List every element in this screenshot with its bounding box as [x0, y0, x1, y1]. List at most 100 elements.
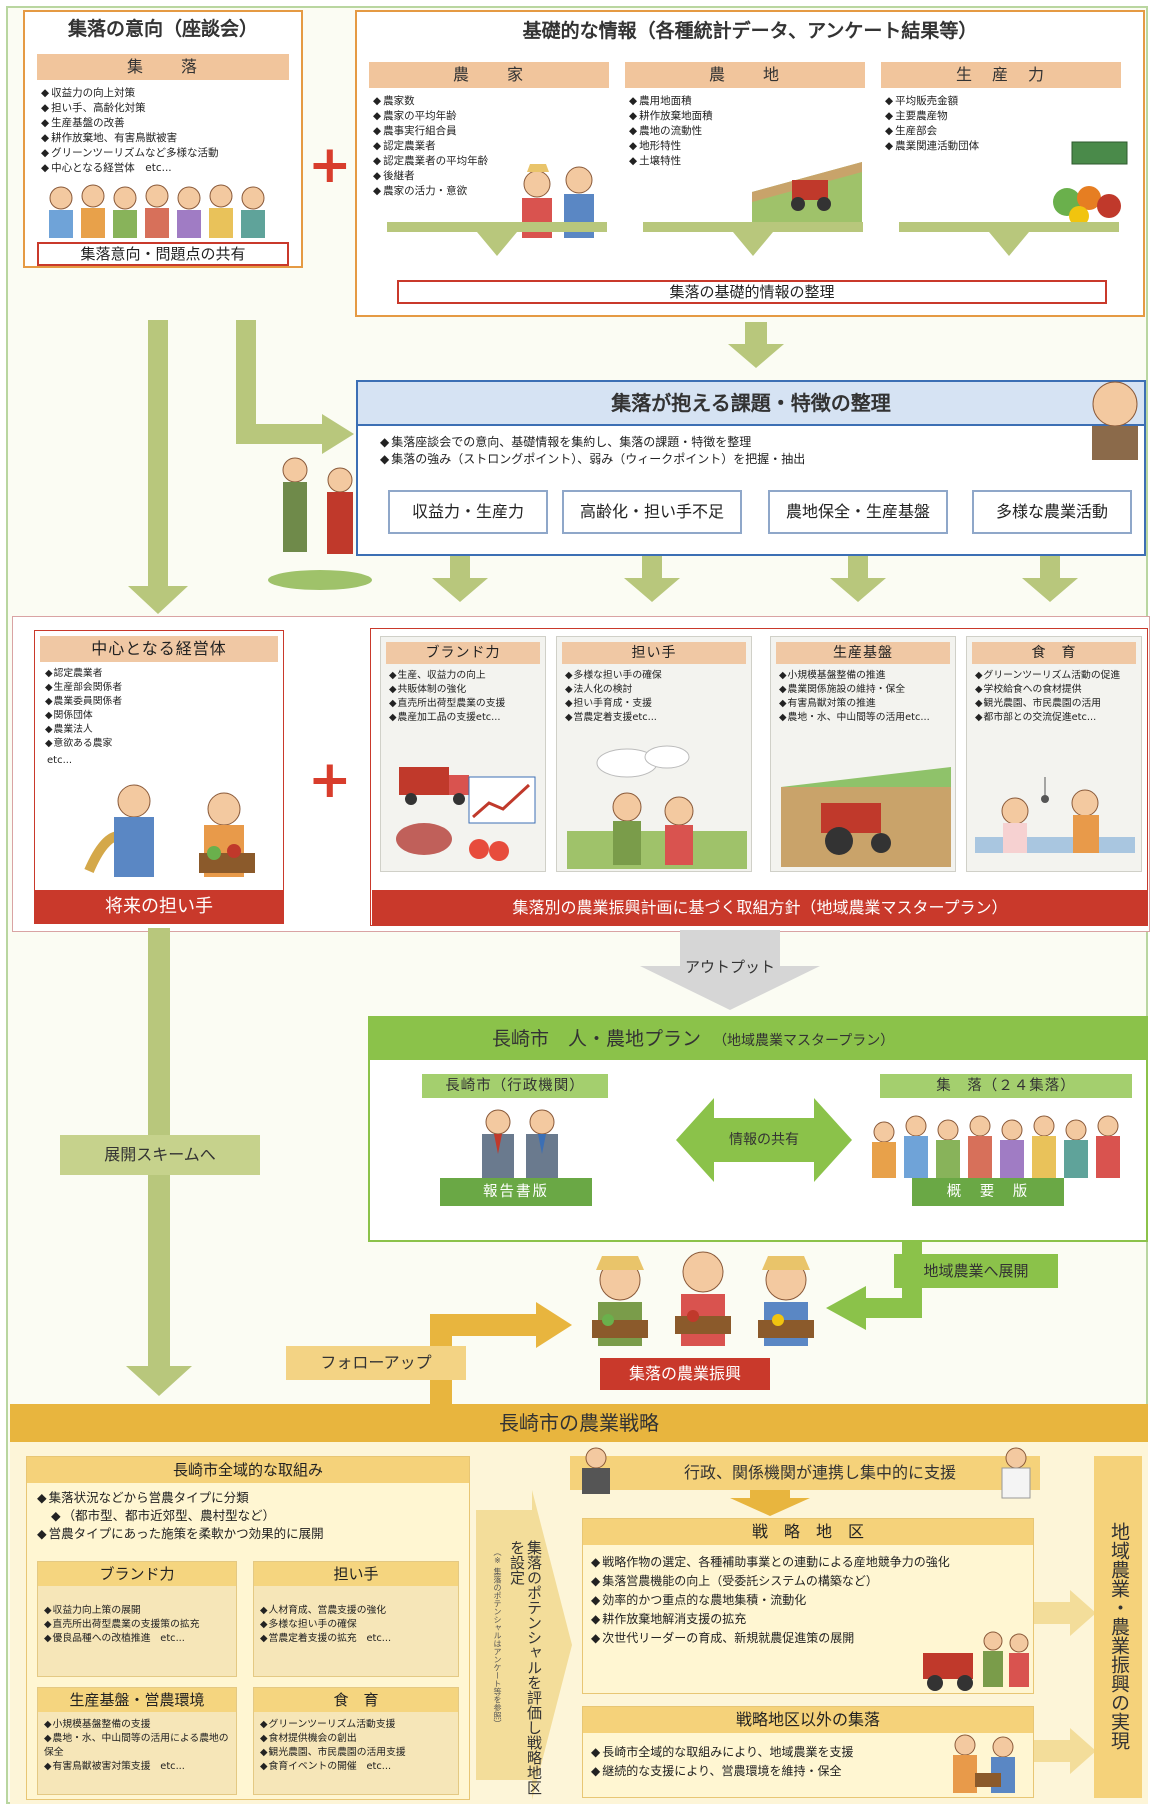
- list-item: 直売所出荷型農業の支援: [389, 697, 545, 711]
- support-title: 行政、関係機関が連携し集中的に支援: [683, 1463, 956, 1482]
- farmland-items: 農用地面積 耕作放棄地面積 農地の流動性 地形特性 土壌特性: [629, 94, 865, 169]
- list-item: 営農定着支援の拡充 etc...: [260, 1632, 458, 1646]
- list-item: 農家数: [373, 94, 609, 109]
- future-etc: etc...: [47, 755, 73, 766]
- arrow-info-down-head: [728, 344, 784, 368]
- list-item: 農業法人: [45, 723, 275, 737]
- info-share-label: 情報の共有: [729, 1132, 799, 1148]
- list-item: 観光農園、市民農園の活用支援: [260, 1746, 458, 1760]
- list-item: 集落営農機能の向上（受委託システムの構築など）: [591, 1572, 1027, 1591]
- list-item: 担い手、高齢化対策: [41, 101, 291, 116]
- support-down-arrow: [730, 1490, 810, 1516]
- list-item: 有害鳥獣被害対策支援 etc...: [44, 1760, 236, 1774]
- to-region-across: [860, 1298, 922, 1318]
- realization-box: 地域農業・農業振興の実現: [1094, 1456, 1142, 1798]
- young-farmers-illustration: [567, 745, 747, 869]
- list-item: 食材提供機会の創出: [260, 1732, 458, 1746]
- to-region-label: 地域農業へ展開: [894, 1254, 1058, 1288]
- nagasaki-plan-title: 長崎市 人・農地プラン: [492, 1028, 702, 1050]
- list-item: 共販体制の強化: [389, 683, 545, 697]
- issue-tag: 多様な農業活動: [972, 490, 1132, 534]
- farmers-category: 農 家: [369, 62, 609, 88]
- nagasaki-plan-box: 長崎市 人・農地プラン （地域農業マスタープラン） 長崎市（行政機関） 報告書版…: [368, 1016, 1148, 1242]
- list-item: 人材育成、営農支援の強化: [260, 1604, 458, 1618]
- list-item: 営農定着支援etc...: [565, 711, 751, 725]
- basic-info-title: 基礎的な情報（各種統計データ、アンケート結果等）: [522, 20, 978, 42]
- list-item: 農業関係施設の維持・保全: [779, 683, 955, 697]
- strategy-square-items: グリーンツーリズム活動支援 食材提供機会の創出 観光農園、市民農園の活用支援 食…: [260, 1718, 458, 1774]
- follow-up-across: [430, 1314, 540, 1336]
- arrow-right-down: [236, 320, 256, 442]
- nagasaki-plan-header: 長崎市 人・農地プラン （地域農業マスタープラン）: [370, 1018, 1146, 1060]
- issue-tag: 収益力・生産力: [388, 490, 548, 534]
- strategy-square-items: 小規模基盤整備の支援 農地・水、中山間等の活用による農地の保全 有害鳥獣被害対策…: [44, 1718, 236, 1774]
- arrow-left-down: [148, 320, 168, 588]
- plan-card: 生産基盤 小規模基盤整備の推進 農業関係施設の維持・保全 有害鳥獣対策の推進 農…: [770, 636, 956, 872]
- arrow-left-down-head: [128, 586, 188, 614]
- basic-info-output: 集落の基礎的情報の整理: [397, 280, 1107, 304]
- list-item: 耕作放棄地、有害鳥獣被害: [41, 131, 291, 146]
- celebrating-farmers-illustration: [592, 1251, 814, 1346]
- list-item: 農業委員関係者: [45, 695, 275, 709]
- citywide-sub-text: （都市型、都市近郊型、農村型など）: [62, 1508, 276, 1523]
- villagers-illustration: [49, 184, 265, 238]
- harvest-couple-illustration: [953, 1734, 1015, 1793]
- strategic-district-items: 戦略作物の選定、各種補助事業との連動による産地競争力の強化 集落営農機能の向上（…: [591, 1553, 1027, 1648]
- tractor-field-illustration: [752, 162, 862, 232]
- list-item: 学校給食への食材提供: [975, 683, 1139, 697]
- village-category: 集 落: [37, 54, 289, 80]
- list-item: 優良品種への改植推進 etc...: [44, 1632, 236, 1646]
- to-region-head: [826, 1286, 866, 1330]
- strategy-title: 長崎市の農業戦略: [10, 1404, 1148, 1442]
- official-icon: [582, 1447, 610, 1494]
- arrow-right-across: [236, 424, 326, 444]
- list-item: 法人化の検討: [565, 683, 751, 697]
- list-item: 営農タイプにあった施策を柔軟かつ効果的に展開: [37, 1525, 467, 1543]
- non-strategic-items: 長崎市全域的な取組みにより、地域農業を支援 継続的な支援により、営農環境を維持・…: [591, 1743, 931, 1781]
- strategy-square-items: 人材育成、営農支援の強化 多様な担い手の確保 営農定着支援の拡充 etc...: [260, 1604, 458, 1646]
- info-share-arrow: [676, 1098, 852, 1182]
- plan-card-items: 小規模基盤整備の推進 農業関係施設の維持・保全 有害鳥獣対策の推進 農地・水、中…: [779, 669, 955, 725]
- list-item: 戦略作物の選定、各種補助事業との連動による産地競争力の強化: [591, 1553, 1027, 1572]
- list-item: 中心となる経営体 etc...: [41, 161, 291, 176]
- plan-card-items: 多様な担い手の確保 法人化の検討 担い手育成・支援 営農定着支援etc...: [565, 669, 751, 725]
- potential-label: 集落のポテンシャルを評価し戦略地区を設定: [508, 1540, 543, 1795]
- list-item: 生産部会: [885, 124, 1121, 139]
- strategy-square-items: 収益力向上策の展開 直売所出荷型農業の支援策の拡充 優良品種への改植推進 etc…: [44, 1604, 236, 1646]
- list-item: 意欲ある農家: [45, 737, 275, 751]
- village-promotion: 集落の農業振興: [600, 1358, 770, 1390]
- citywide-box: 長崎市全域的な取組み 集落状況などから営農タイプに分類 （都市型、都市近郊型、農…: [26, 1456, 470, 1800]
- strategy-square-title: 食 育: [254, 1688, 458, 1712]
- list-item: グリーンツーリズム活動支援: [260, 1718, 458, 1732]
- list-item: 有害鳥獣対策の推進: [779, 697, 955, 711]
- info-down-arrows: [387, 222, 1119, 256]
- issues-bullets: 集落座談会での意向、基礎情報を集約し、集落の課題・特徴を整理 集落の強み（ストロ…: [380, 434, 1040, 468]
- list-item: 耕作放棄地解消支援の拡充: [591, 1610, 1027, 1629]
- village-intent-title: 集落の意向（座談会）: [67, 18, 258, 40]
- citywide-items: 集落状況などから営農タイプに分類 （都市型、都市近郊型、農村型など） 営農タイプ…: [37, 1489, 467, 1543]
- list-item: 観光農園、市民農園の活用: [975, 697, 1139, 711]
- future-leaders-box: 中心となる経営体 認定農業者 生産部会関係者 農業委員関係者 関係団体 農業法人…: [34, 630, 284, 924]
- plan-card: ブランド力 生産、収益力の向上 共販体制の強化 直売所出荷型農業の支援 農産加工…: [380, 636, 546, 872]
- follow-up-label: フォローアップ: [286, 1346, 466, 1380]
- list-item: 継続的な支援により、営農環境を維持・保全: [591, 1762, 931, 1781]
- list-item: 認定農業者: [373, 139, 609, 154]
- list-item: グリーンツーリズムなど多様な活動: [41, 146, 291, 161]
- list-item: 認定農業者の平均年齢: [373, 154, 609, 169]
- basic-info-box: 基礎的な情報（各種統計データ、アンケート結果等） 農 家 農家数 農家の平均年齢…: [355, 10, 1145, 317]
- arrow-info-down: [745, 322, 767, 346]
- list-item: 農事実行組合員: [373, 124, 609, 139]
- plan-card-items: グリーンツーリズム活動の促進 学校給食への食材提供 観光農園、市民農園の活用 都…: [975, 669, 1139, 725]
- list-item: 生産部会関係者: [45, 681, 275, 695]
- output-arrow-label: アウトプット: [684, 958, 775, 976]
- list-item: 平均販売金額: [885, 94, 1121, 109]
- citywide-title: 長崎市全域的な取組み: [27, 1457, 469, 1483]
- tractor-illustration: [781, 767, 951, 867]
- potential-arrow: [476, 1490, 572, 1800]
- list-item: 次世代リーダーの育成、新規就農促進策の展開: [591, 1629, 1027, 1648]
- brand-products-illustration: [396, 767, 536, 861]
- food-education-illustration: [975, 777, 1135, 853]
- list-item: 農地の流動性: [629, 124, 865, 139]
- list-item: 効率的かつ重点的な農地集積・流動化: [591, 1591, 1027, 1610]
- list-item: 土壌特性: [629, 154, 865, 169]
